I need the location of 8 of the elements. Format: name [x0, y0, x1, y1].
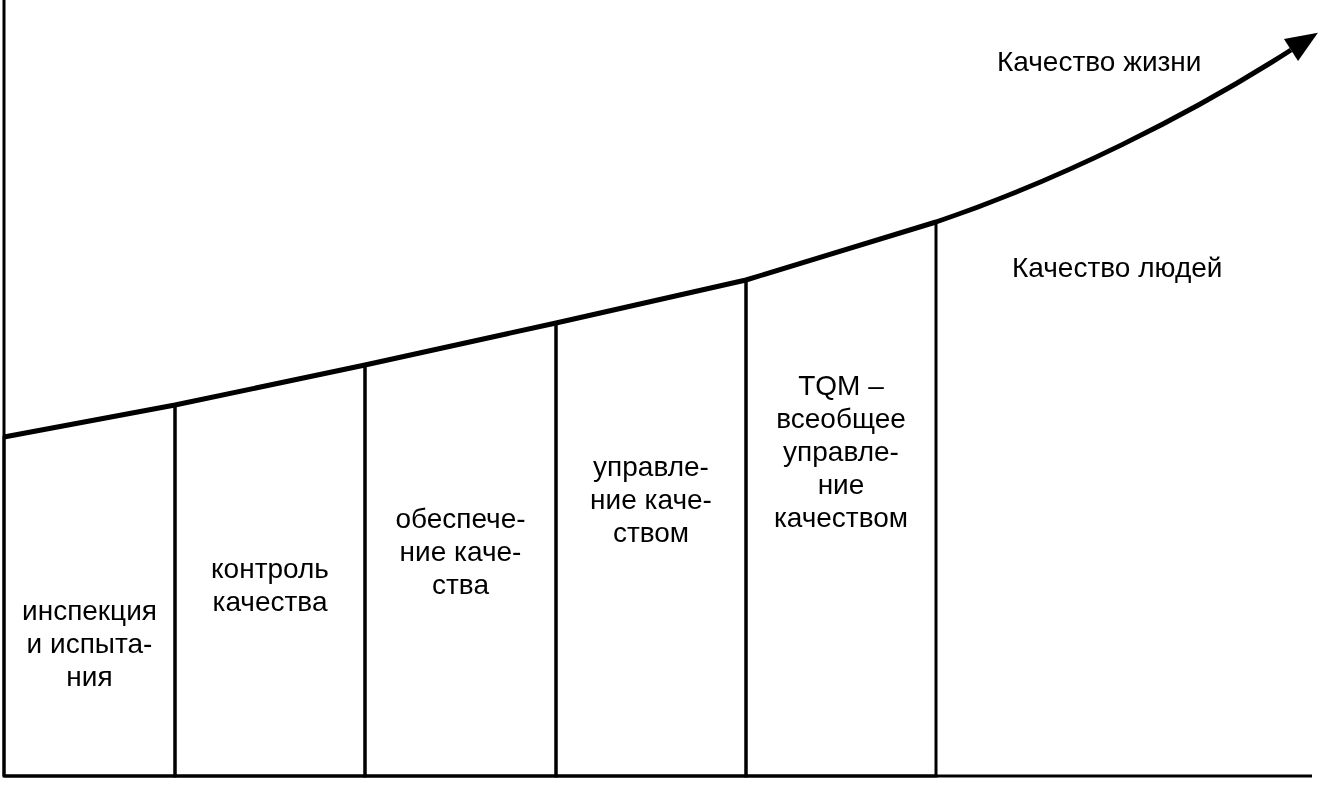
stage-label: контроль качества [210, 552, 330, 618]
stage-label: управле- ние каче- ством [589, 450, 713, 549]
zone-label: Качество жизни [997, 45, 1202, 79]
stage-label: инспекция и испыта- ния [21, 594, 158, 693]
stage-label: обеспече- ние каче- ства [394, 502, 527, 601]
stage-label: TQM – всеобщее управле- ние качеством [772, 369, 910, 534]
zone-label: Качество людей [1012, 251, 1223, 285]
stage-column [746, 220, 936, 778]
